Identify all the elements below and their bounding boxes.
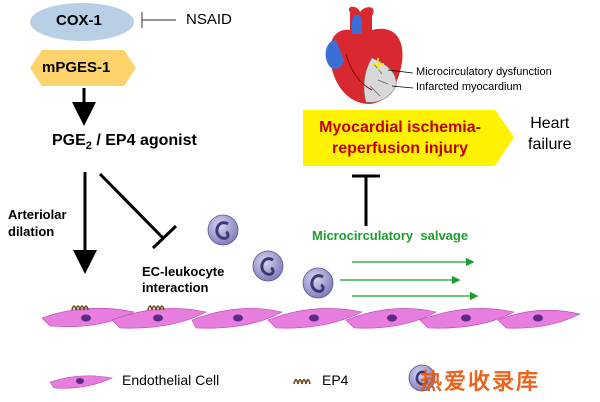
cox1-node [30,3,134,41]
arteriolar-line1: Arteriolar [8,207,67,222]
mpges1-label: mPGES-1 [42,59,111,76]
nsaid-label: NSAID [186,11,232,28]
ec-line1: EC-leukocyte [142,264,225,279]
pge2-suffix: / EP4 agonist [91,132,197,149]
legend-ep4-label: EP4 [322,372,349,388]
mpges1-node [30,50,136,86]
leukocyte-2 [252,250,284,282]
ischemia-line1: Myocardial ischemia- [319,119,481,136]
micro-dys-label: Microcirculatory dysfunction [416,66,552,78]
ec-line2: interaction [142,280,209,295]
pge2-subscript: 2 [85,140,92,153]
heart-illustration [325,6,403,105]
heart-failure-line1: Heart [530,115,570,132]
ischemia-label: Myocardial ischemia- reperfusion injury [308,117,492,159]
infarcted-label: Infarcted myocardium [416,81,522,93]
legend-leukocyte-swatch [408,364,436,392]
arteriolar-label: Arteriolar dilation [8,206,67,240]
ep4-receptor-1 [71,305,89,311]
legend-endothelial-label: Endothelial Cell [122,372,220,388]
heart-failure-line2: failure [528,136,572,153]
ep4-receptor-2 [147,305,165,311]
leukocyte-3 [302,267,334,299]
salvage-label: Microcirculatory salvage [312,228,469,243]
cox1-label: COX-1 [56,12,102,29]
watermark-text: 热爱收录库 [420,369,541,394]
ischemia-arrow-shape [303,110,514,166]
ec-leukocyte-label: EC-leukocyte interaction [142,264,224,296]
legend-endothelial-swatch [49,375,113,389]
legend-ep4-swatch [293,378,311,385]
inhibit-pge2-to-ec [98,172,165,240]
pointer-infarcted [391,85,414,89]
pge2-label: PGE2 / EP4 agonist [52,132,197,152]
inhibit-bar-ec [151,224,178,250]
endothelial-layer [41,307,581,329]
pointer-micro-dys [387,69,414,74]
arteriolar-line2: dilation [8,224,55,239]
heart-failure-label: Heart failure [528,113,572,155]
pge2-prefix: PGE [52,132,86,149]
leukocyte-1 [207,214,239,246]
ischemia-line2: reperfusion injury [331,140,469,157]
